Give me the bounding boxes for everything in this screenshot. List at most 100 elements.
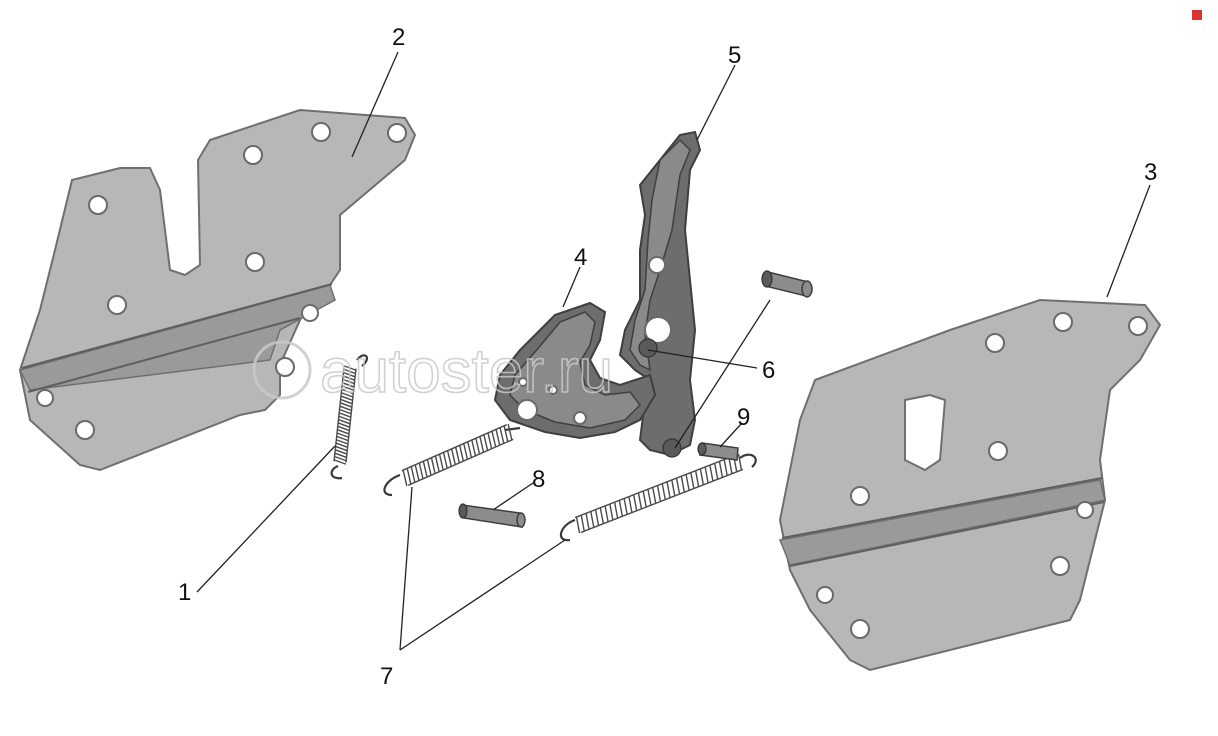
spring-coil [585, 513, 590, 530]
spring-coil [495, 429, 501, 446]
spring-coil [487, 432, 493, 449]
spring-coil [343, 371, 356, 378]
spring-coil [666, 481, 671, 498]
plate-hole [816, 586, 834, 604]
plate-hole [243, 145, 263, 165]
spring-coil [339, 408, 352, 415]
spring-coil [637, 492, 643, 510]
spring-coil [694, 470, 700, 487]
plate-hole [1076, 501, 1094, 519]
spring-coil [339, 405, 352, 412]
spring-coil [599, 507, 605, 524]
spring-coil [507, 423, 513, 441]
pivot-bush [638, 338, 658, 358]
plate-hole [301, 304, 319, 322]
leader-lines [196, 51, 1151, 651]
spring-coil [737, 453, 743, 471]
spring-coil [334, 455, 347, 462]
spring-coil [479, 436, 485, 453]
spring-coil [342, 382, 355, 388]
spring-coil [343, 368, 356, 375]
spring-coil [337, 429, 350, 435]
pin-8 [458, 503, 526, 528]
spring-coil [685, 474, 690, 491]
plate-hole [387, 123, 407, 143]
plate-hole [988, 441, 1008, 461]
plate-hole [245, 252, 265, 272]
spring-coil [446, 450, 452, 467]
watermark-text: autoster.ru [320, 337, 613, 406]
spring-coil [336, 435, 349, 442]
spring-edge [333, 367, 345, 462]
spring-coil [590, 511, 595, 528]
plate-hole [275, 357, 295, 377]
latch-hole [518, 377, 528, 387]
plate-hole [311, 122, 331, 142]
spring-coil [450, 448, 456, 465]
plate-hole [36, 389, 54, 407]
spring-coil [728, 457, 733, 474]
callout-6: 6 [762, 357, 775, 384]
spring-coil [414, 464, 420, 481]
spring-coil [335, 442, 348, 448]
spring-coil [422, 461, 428, 478]
spring-coil [491, 430, 497, 448]
spring-coil [709, 464, 714, 482]
spring-coil [338, 415, 351, 422]
spring-coil [442, 452, 448, 469]
spring-coil [343, 365, 357, 371]
spring-coil [699, 468, 705, 485]
spring-edge [407, 438, 514, 486]
lever-hole [644, 316, 672, 344]
spring-coil [613, 502, 619, 519]
spring-coil [652, 487, 657, 504]
spring-coil [483, 434, 489, 451]
pivot-bush [662, 438, 682, 458]
callout-3: 3 [1144, 159, 1157, 186]
spring-coil [336, 432, 349, 438]
spring-coil [335, 449, 348, 455]
plate-hole [1053, 312, 1073, 332]
spring-coil [333, 459, 347, 465]
spring-coil [594, 509, 600, 526]
spring-coil [337, 422, 350, 428]
spring-coil [418, 462, 424, 480]
spring-coil [628, 496, 633, 513]
spring-coil [647, 489, 652, 506]
plate-hole [1050, 556, 1070, 576]
spring-coil [406, 468, 412, 485]
spring-coil [402, 469, 408, 487]
callout-1: 1 [178, 579, 191, 606]
spring-coil [341, 392, 354, 398]
spring-coil [338, 418, 351, 425]
spring-coil [713, 463, 719, 480]
callout-5: 5 [728, 42, 741, 69]
spring-edge [401, 424, 508, 472]
callout-4: 4 [574, 244, 587, 271]
spring-coil [430, 457, 436, 474]
spring-coil [675, 477, 681, 495]
spring-edge [580, 468, 744, 534]
upper-lever [618, 130, 702, 458]
small-spring [330, 354, 369, 480]
bushing-6 [761, 270, 813, 298]
watermark: autoster.ru [252, 336, 614, 407]
long-spring-right [559, 453, 757, 542]
latch-hole [573, 411, 587, 425]
spring-coil [609, 503, 614, 521]
spring-coil [499, 427, 505, 444]
lever-hole [648, 256, 666, 274]
spring-coil [690, 472, 695, 489]
spring-coil [340, 402, 353, 408]
latch-hole [548, 385, 558, 395]
right-plate [778, 298, 1162, 672]
pin-9 [697, 442, 739, 461]
spring-coil [459, 445, 465, 462]
spring-coil [342, 375, 355, 381]
spring-coil [340, 395, 353, 401]
corner-mark [1192, 10, 1202, 20]
spring-coil [575, 516, 581, 534]
spring-coil [342, 378, 355, 385]
spring-coil [723, 459, 728, 476]
